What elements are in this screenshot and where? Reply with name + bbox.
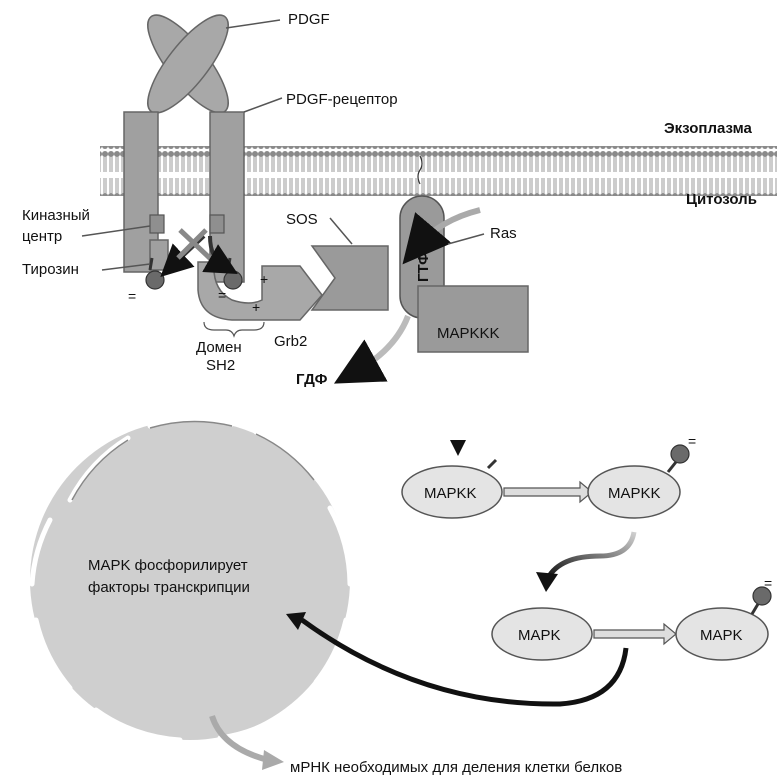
grb2-label: Grb2 [274,333,307,350]
plus-sign-1: + [260,271,268,287]
mapkk-p-label: MAPKK [608,485,661,502]
mapk-label: MAPK [518,627,561,644]
sh2-label-1: Домен [196,339,242,356]
grb2-protein [197,261,323,321]
kinase-center-label-1: Киназный [22,207,90,224]
mapkk-phospho-eq: = [688,433,696,449]
nucleus-text-1: MAPK фосфорилирует [88,557,248,574]
nucleus [29,417,353,743]
gtp-label: ГТФ [415,252,432,282]
mapkk-label: MAPKK [424,485,477,502]
tyrosine-label: Тирозин [22,261,79,278]
mapkkk-label: MAPKKK [437,325,500,342]
sh2-label-2: SH2 [206,357,235,374]
nucleus-text-2: факторы транскрипции [88,579,250,596]
tyrosine-left [145,257,165,290]
exoplasm-label: Экзоплазма [664,120,753,137]
pdgf-ligand [147,14,229,114]
cytosol-label: Цитозоль [686,191,757,208]
mapkk-phospho-node [587,465,681,519]
sos-label: SOS [286,211,318,228]
gdp-label: ГДФ [296,371,328,388]
mapkkk-box [417,285,529,353]
plus-sign-2: + [252,299,260,315]
mapk-phospho-eq: = [764,575,772,591]
mapkk-node [401,465,503,519]
receptor-label: PDGF-рецептор [286,91,398,108]
mapk-node [491,607,593,661]
mapk-phospho-node [675,607,769,661]
mapk-p-label: MAPK [700,627,743,644]
pdgf-label: PDGF [288,11,330,28]
phosphate-eq-left: = [128,288,136,304]
mrna-label: мРНК необходимых для деления клетки белк… [290,759,622,776]
ras-label: Ras [490,225,517,242]
transphosphorylation-arrows [160,228,238,277]
kinase-center-label-2: центр [22,228,62,245]
phosphate-eq-right: = [218,287,226,303]
cell-membrane [100,146,777,196]
sos-protein [310,245,389,311]
